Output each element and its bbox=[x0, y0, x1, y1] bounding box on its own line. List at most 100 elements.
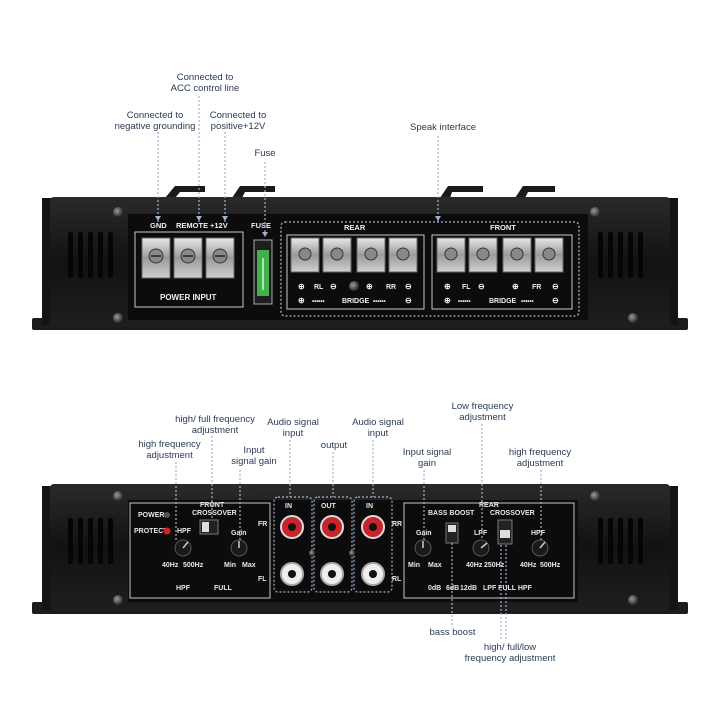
callout-audio-in-left: Audio signal input bbox=[267, 417, 319, 439]
speaker-terminals bbox=[290, 237, 564, 273]
plus12v-label: +12V bbox=[210, 221, 228, 230]
rl-label: RL bbox=[314, 284, 324, 291]
full-label: FULL bbox=[214, 585, 233, 592]
callout-input-gain-left: Input signal gain bbox=[231, 445, 277, 467]
callout-hifreq-right: high frequency adjustment bbox=[508, 447, 572, 469]
screw bbox=[113, 491, 123, 501]
power-led bbox=[164, 512, 170, 518]
protect-label: PROTECT bbox=[134, 528, 168, 535]
front-bridge-label: BRIDGE bbox=[489, 298, 517, 305]
screw bbox=[113, 595, 123, 605]
screw bbox=[590, 207, 600, 217]
bottom-left-vents bbox=[68, 518, 113, 564]
svg-text:••••••: •••••• bbox=[312, 299, 325, 305]
power-input-frame bbox=[134, 231, 244, 308]
fr-label: FR bbox=[532, 284, 541, 291]
rr-rca-label: RR bbox=[392, 521, 402, 528]
callout-fuse: Fuse bbox=[254, 148, 276, 159]
callout-acc: Connected to ACC control line bbox=[170, 72, 240, 94]
rear-minus-2: ⊖ bbox=[405, 282, 412, 291]
callout-hifreq-left: high frequency adjustment bbox=[138, 439, 201, 461]
remote-label: REMOTE bbox=[176, 221, 208, 230]
callout-low-freq: Low frequency adjustment bbox=[451, 401, 514, 423]
rear-plus-2: ⊕ bbox=[366, 282, 373, 291]
callout-audio-in-right: Audio signal input bbox=[352, 417, 404, 439]
in-label-right: IN bbox=[366, 503, 373, 510]
rear-bridge-minus: ⊖ bbox=[405, 296, 412, 305]
hpf-bottom-label: HPF bbox=[176, 585, 191, 592]
rear-label-bottom: REAR bbox=[479, 502, 499, 509]
callout-output: output bbox=[320, 440, 348, 451]
screw bbox=[113, 313, 123, 323]
hz250-label: 250Hz bbox=[484, 562, 505, 569]
hz500-label-right: 500Hz bbox=[540, 562, 561, 569]
speaker-interface-frame bbox=[280, 221, 580, 317]
gnd-label: GND bbox=[150, 221, 167, 230]
front-minus-2: ⊖ bbox=[552, 282, 559, 291]
lpf-full-hpf-label: LPF FULL HPF bbox=[483, 585, 533, 592]
crossover-label-right: CROSSOVER bbox=[490, 510, 535, 517]
bass-boost-label: BASS BOOST bbox=[428, 510, 475, 517]
rl-rca-label: RL bbox=[392, 576, 402, 583]
callout-bass-boost: bass boost bbox=[429, 627, 476, 638]
rear-bridge-plus: ⊕ bbox=[298, 296, 305, 305]
front-bridge-minus: ⊖ bbox=[552, 296, 559, 305]
hz500-label-left: 500Hz bbox=[183, 562, 204, 569]
top-leader-lines bbox=[157, 96, 439, 238]
rr-label: RR bbox=[386, 284, 396, 291]
power-terminals bbox=[141, 237, 235, 279]
fr-rca-label: FR bbox=[258, 521, 267, 528]
front-plus-2: ⊕ bbox=[512, 282, 519, 291]
fl-label: FL bbox=[462, 284, 471, 291]
max-label-right: Max bbox=[428, 562, 442, 569]
bottom-right-vents bbox=[598, 518, 643, 564]
max-label-left: Max bbox=[242, 562, 256, 569]
callout-hilo-right: high/ full/low frequency adjustment bbox=[464, 642, 556, 664]
hz40-label-mid: 40Hz bbox=[466, 562, 483, 569]
front-bridge-plus: ⊕ bbox=[444, 296, 451, 305]
screw bbox=[590, 491, 600, 501]
min-label-left: Min bbox=[224, 562, 236, 569]
db6-label: 6dB bbox=[446, 585, 459, 592]
hpf-label: HPF bbox=[177, 528, 192, 535]
db12-label: 12dB bbox=[460, 585, 477, 592]
bottom-leader-lines bbox=[175, 424, 542, 640]
db0-label: 0dB bbox=[428, 585, 441, 592]
protect-led bbox=[163, 527, 171, 535]
top-right-vents bbox=[598, 232, 643, 278]
callout-hilo-left: high/ full frequency adjustment bbox=[175, 414, 255, 436]
front-minus-1: ⊖ bbox=[478, 282, 485, 291]
callout-positive: Connected to positive+12V bbox=[209, 110, 267, 132]
svg-text:••••••: •••••• bbox=[373, 299, 386, 305]
power-label: POWER bbox=[138, 512, 164, 519]
screw bbox=[628, 595, 638, 605]
power-input-label: POWER INPUT bbox=[160, 293, 217, 302]
gain-label-left: Gain bbox=[231, 530, 247, 537]
hz40-label-right: 40Hz bbox=[520, 562, 537, 569]
svg-text:••••••: •••••• bbox=[521, 299, 534, 305]
min-label-right: Min bbox=[408, 562, 420, 569]
callout-negative: Connected to negative grounding bbox=[114, 110, 196, 132]
front-label: FRONT bbox=[490, 223, 516, 232]
gain-label-right: Gain bbox=[416, 530, 432, 537]
screw bbox=[113, 207, 123, 217]
callout-speak: Speak interface bbox=[409, 122, 476, 133]
rear-minus-1: ⊖ bbox=[330, 282, 337, 291]
lpf-label: LPF bbox=[474, 530, 488, 537]
front-plus-1: ⊕ bbox=[444, 282, 451, 291]
rear-plus-1: ⊕ bbox=[298, 282, 305, 291]
hz40-label-left: 40Hz bbox=[162, 562, 179, 569]
top-amplifier: GND REMOTE +12V POWER INPUT FUSE bbox=[32, 96, 688, 330]
out-label: OUT bbox=[321, 503, 337, 510]
top-left-vents bbox=[68, 232, 113, 278]
fuse-label: FUSE bbox=[251, 221, 271, 230]
hpf-label-right: HPF bbox=[531, 530, 546, 537]
rear-label: REAR bbox=[344, 223, 366, 232]
rear-bridge-label: BRIDGE bbox=[342, 298, 370, 305]
in-label-left: IN bbox=[285, 503, 292, 510]
fl-rca-label: FL bbox=[258, 576, 267, 583]
front-crossover-label-2: CROSSOVER bbox=[192, 510, 237, 517]
bottom-amplifier: POWER PROTECT FRONT CROSSOVER HPF 40Hz 5… bbox=[32, 424, 688, 640]
